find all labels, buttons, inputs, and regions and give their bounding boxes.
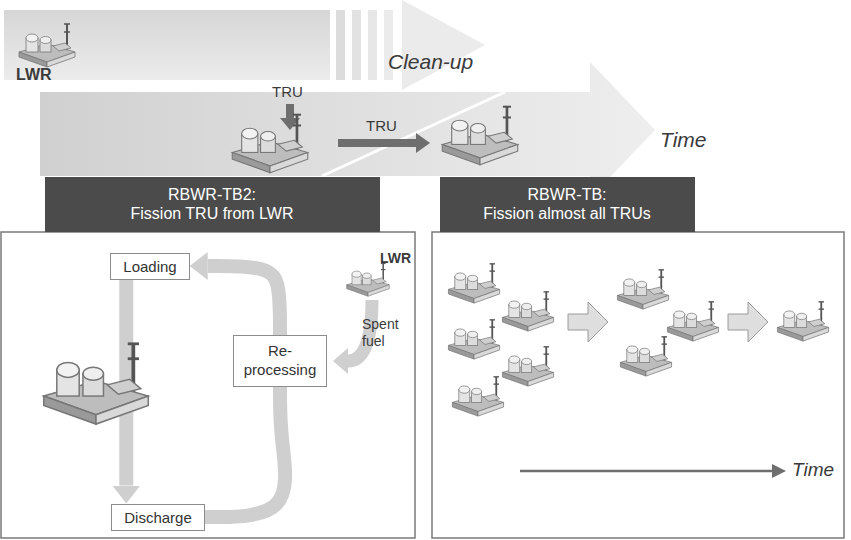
spent-fuel-arrow-head <box>333 348 348 374</box>
band-fade <box>368 10 377 80</box>
axis-label: Time <box>660 128 706 152</box>
tru-arrow <box>286 104 294 118</box>
plant-icon <box>617 270 668 309</box>
band-fade <box>336 10 345 80</box>
plant-label: LWR <box>16 66 52 84</box>
tru-arrow-head <box>280 118 300 130</box>
flow-label: TRU <box>272 83 303 100</box>
flow-label: Spent fuel <box>362 316 399 350</box>
plant-icon <box>667 302 718 341</box>
plant-icon <box>448 264 499 303</box>
plant-icon <box>777 302 828 341</box>
node-text: Fission TRU from LWR <box>131 204 294 223</box>
lwr-plant-icon <box>19 24 75 67</box>
band-arrow-head <box>402 0 485 90</box>
lwr-band <box>4 10 330 80</box>
process-box: Re- processing <box>233 335 328 387</box>
flow-label: TRU <box>366 117 397 134</box>
time-axis <box>520 470 772 473</box>
node-text: RBWR-TB2: <box>168 185 256 204</box>
rbwr-plant-icon <box>44 344 149 424</box>
plant-icon <box>502 347 553 386</box>
flow-arrow <box>119 280 133 486</box>
panel-frame <box>1 232 415 538</box>
band-divider <box>322 92 505 176</box>
block-arrow <box>728 302 768 342</box>
axis-label: Time <box>792 459 834 481</box>
process-box: Loading <box>110 253 189 280</box>
plant-label: LWR <box>380 250 411 266</box>
node-text: RBWR-TB: <box>527 185 606 204</box>
rbwr-plant-icon <box>232 115 307 173</box>
process-box: Discharge <box>111 504 205 531</box>
panel-frame <box>432 232 844 538</box>
node-text: Discharge <box>124 509 192 526</box>
band-fade <box>352 10 361 80</box>
plant-icon <box>448 320 499 359</box>
plant-icon <box>452 377 503 416</box>
phase-label: Clean-up <box>388 50 473 74</box>
time-axis-head <box>772 464 786 478</box>
flow-arrow <box>205 387 285 517</box>
node-text: Fission almost all TRUs <box>483 204 651 223</box>
node-text: Loading <box>123 258 176 275</box>
lwr-plant-icon <box>347 264 390 297</box>
node-text: Re- processing <box>244 342 317 380</box>
plant-icon <box>502 292 553 331</box>
flow-arrow <box>208 266 280 335</box>
block-arrow <box>568 302 608 342</box>
rbwr-plant-icon <box>442 107 517 165</box>
title-banner: RBWR-TB:Fission almost all TRUs <box>440 177 695 232</box>
plant-icon <box>620 337 671 376</box>
title-banner: RBWR-TB2:Fission TRU from LWR <box>45 177 380 232</box>
tru-arrow-head <box>416 133 430 153</box>
tru-arrow <box>338 139 416 147</box>
